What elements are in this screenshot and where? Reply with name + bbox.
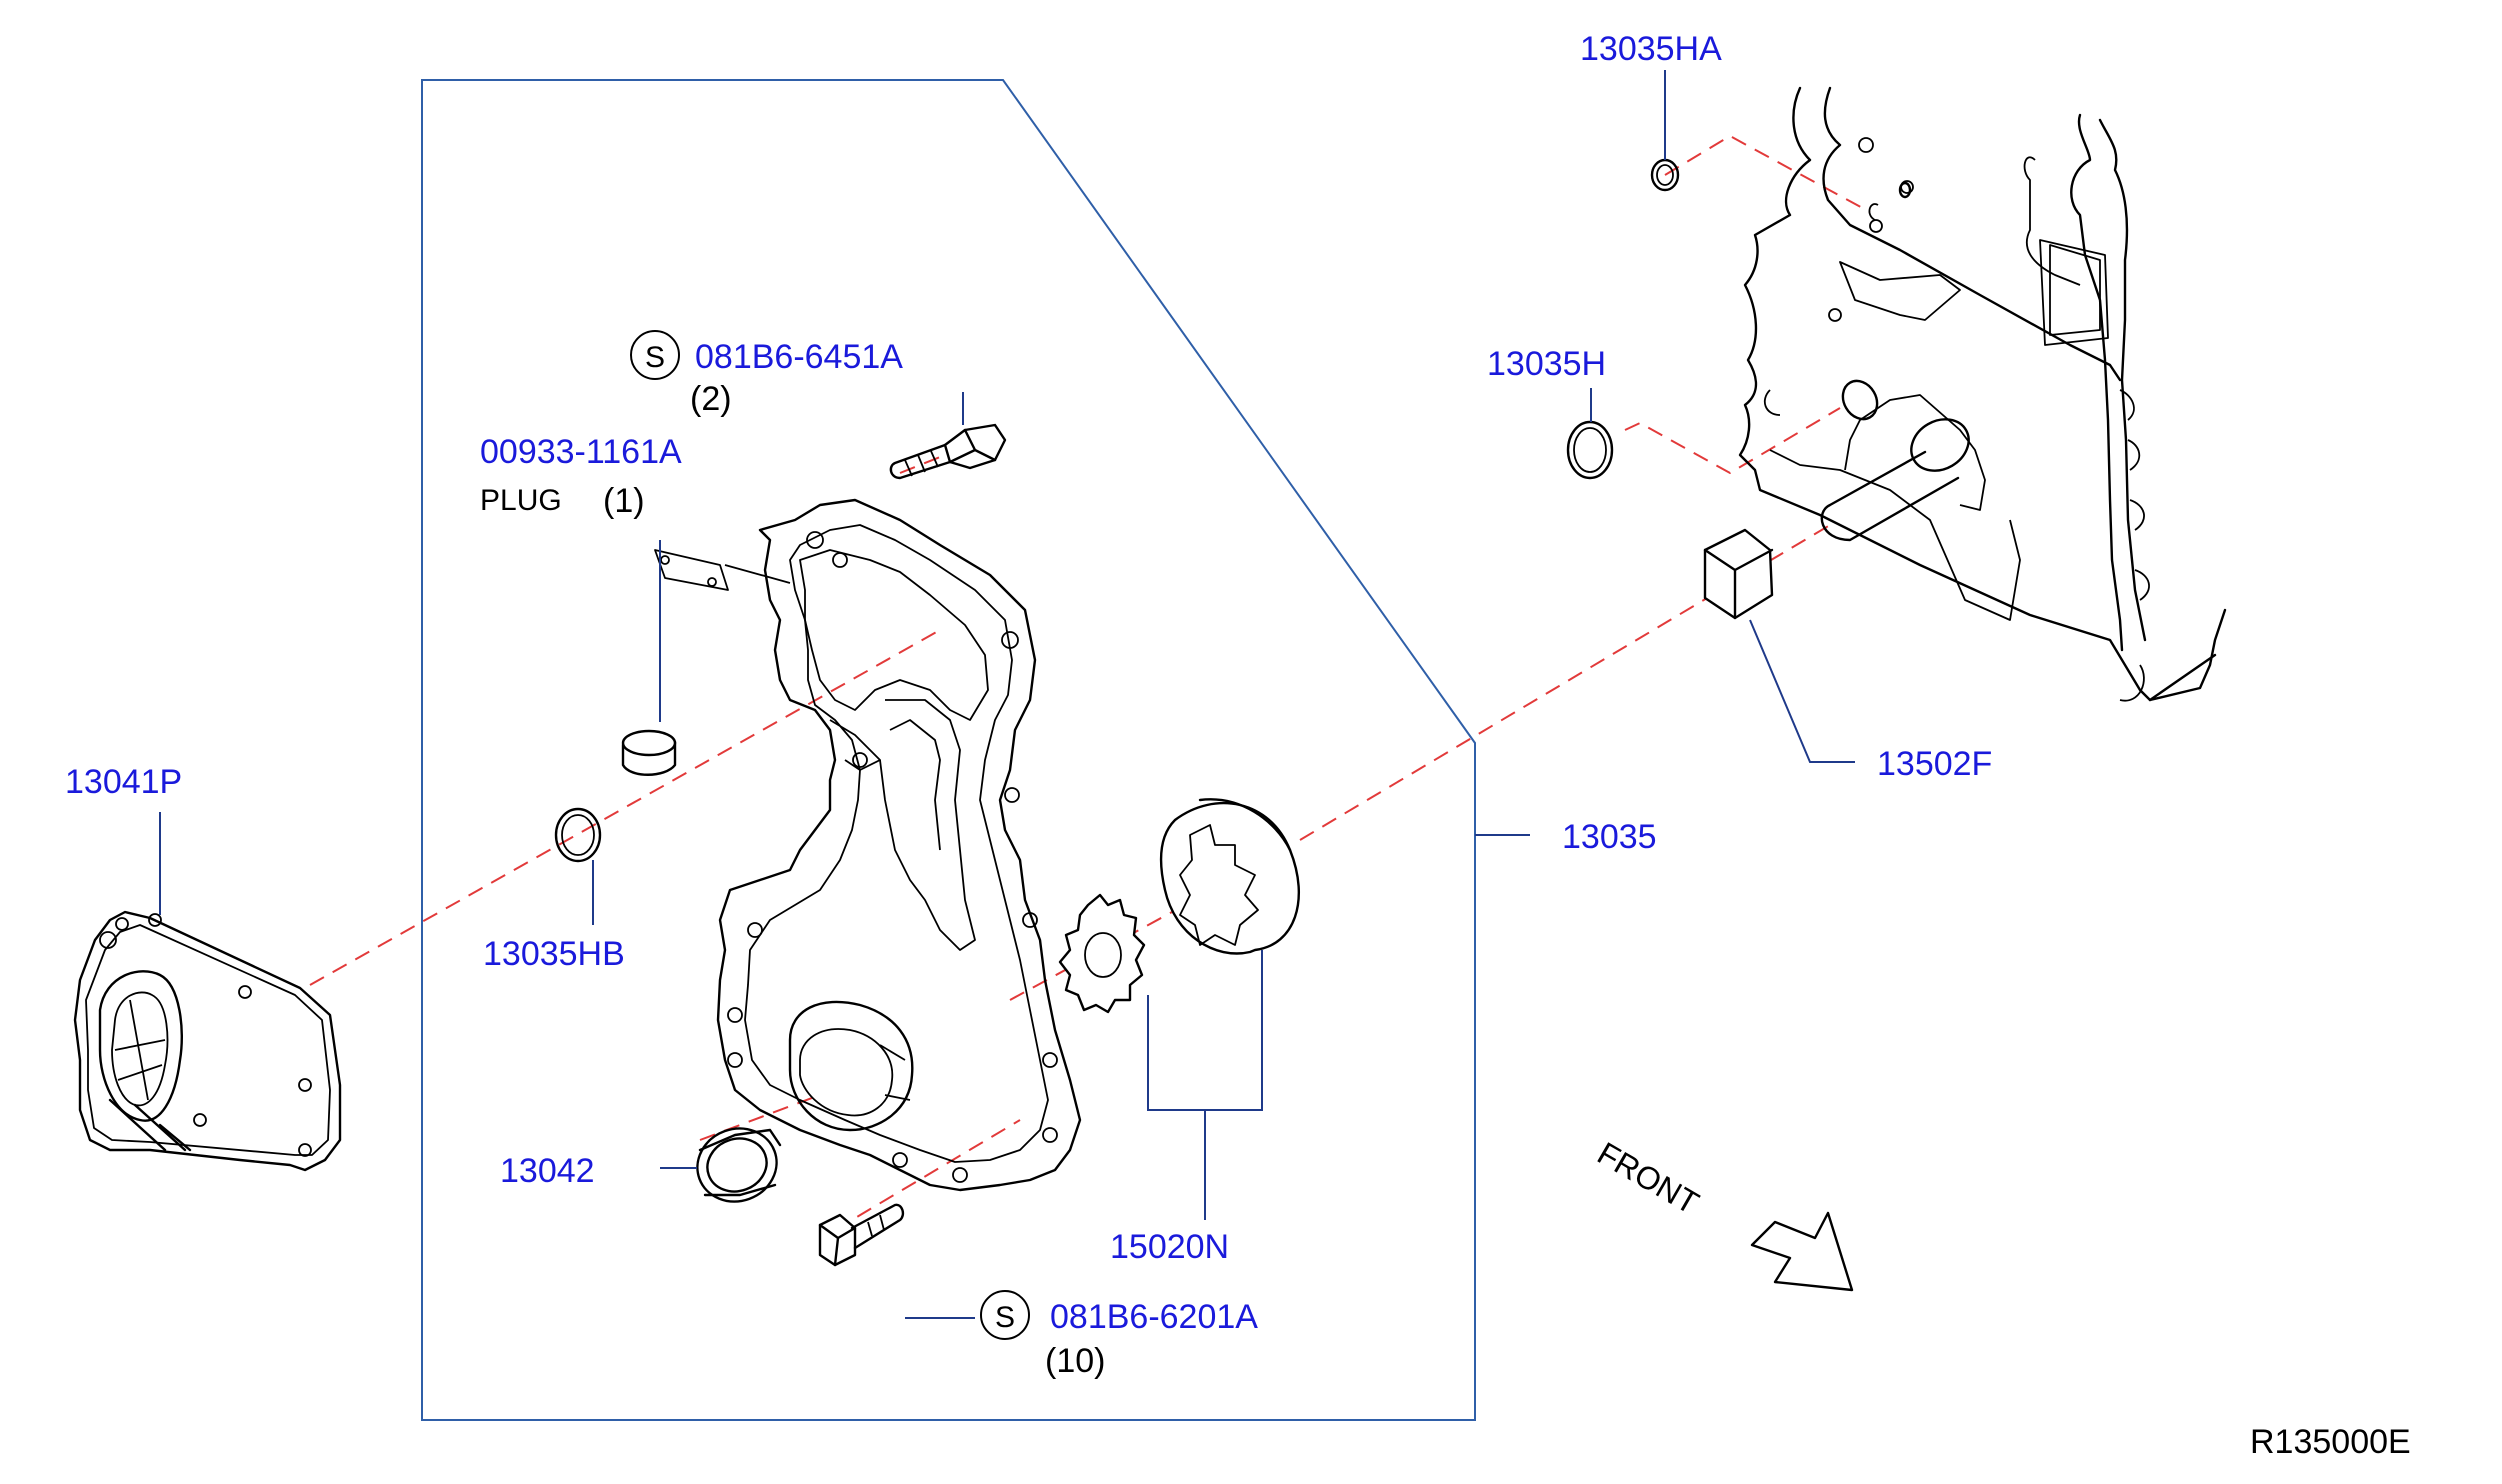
label-bolt-lower: 081B6-6201A bbox=[1050, 1298, 1258, 1336]
plug-00933-1161a bbox=[621, 729, 677, 776]
label-plug-qty: (1) bbox=[603, 482, 645, 520]
label-13502f: 13502F bbox=[1877, 745, 1992, 783]
inner-gear-15020n bbox=[1058, 893, 1146, 1014]
label-13035h: 13035H bbox=[1487, 345, 1606, 383]
timing-chain-cover bbox=[654, 498, 1082, 1192]
label-13035hb: 13035HB bbox=[483, 935, 625, 973]
label-bolt-lower-qty: (10) bbox=[1045, 1342, 1105, 1380]
front-cover-13041p bbox=[73, 910, 342, 1172]
service-symbol-upper bbox=[630, 330, 680, 380]
center-lines bbox=[309, 134, 1871, 1231]
bolt-081b6-6451a bbox=[889, 423, 1007, 480]
front-arrow bbox=[1750, 1211, 1854, 1292]
label-service-lower: S bbox=[995, 1301, 1015, 1334]
label-bolt-upper-qty: (2) bbox=[690, 380, 732, 418]
bolt-081b6-6201a bbox=[818, 1203, 905, 1267]
service-symbol-lower bbox=[980, 1290, 1030, 1340]
label-bolt-upper: 081B6-6451A bbox=[695, 338, 903, 376]
outer-gear-15020n bbox=[1159, 798, 1300, 955]
o-ring-13035hb bbox=[554, 807, 602, 863]
label-13035ha: 13035HA bbox=[1580, 30, 1722, 68]
label-15020n: 15020N bbox=[1110, 1228, 1229, 1266]
label-service-upper: S bbox=[645, 341, 665, 374]
hex-collar-13502f bbox=[1703, 528, 1774, 620]
label-13041p: 13041P bbox=[65, 763, 182, 801]
label-13035: 13035 bbox=[1562, 818, 1657, 856]
leader-lines bbox=[159, 70, 1855, 1319]
label-front: FRONT bbox=[1592, 1135, 1705, 1221]
label-plug-name: PLUG bbox=[480, 484, 562, 517]
assembly-group-frame bbox=[421, 79, 1476, 1421]
engine-block-outline bbox=[1738, 86, 2227, 702]
label-13042: 13042 bbox=[500, 1152, 595, 1190]
label-plug-pn: 00933-1161A bbox=[480, 433, 682, 471]
oil-seal-13042 bbox=[696, 1127, 782, 1203]
reference-code: R135000E bbox=[2250, 1423, 2411, 1461]
